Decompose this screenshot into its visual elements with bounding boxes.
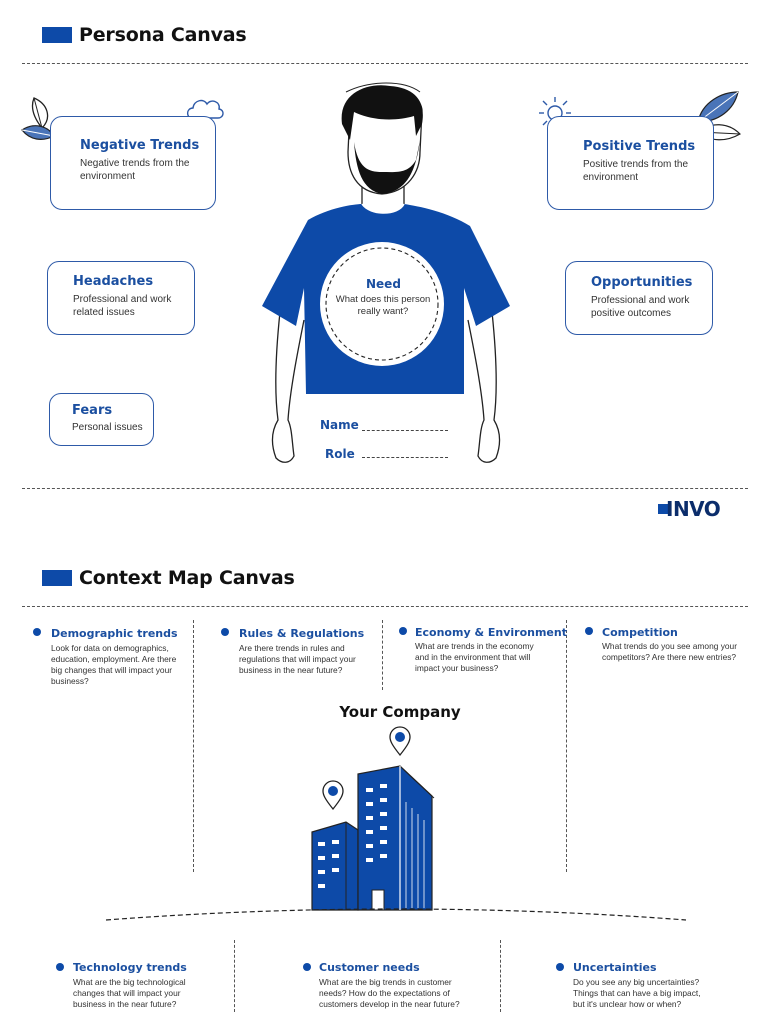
section-marker xyxy=(42,570,72,586)
bullet-icon xyxy=(585,627,593,635)
column-divider xyxy=(382,620,383,690)
item-title: Economy & Environment xyxy=(415,626,567,639)
column-divider xyxy=(566,620,567,872)
building-icon xyxy=(311,765,435,911)
item-title: Technology trends xyxy=(73,961,187,974)
opportunities-box[interactable]: Opportunities Professional and work posi… xyxy=(565,261,713,335)
negative-trends-title: Negative Trends xyxy=(80,138,200,153)
opportunities-desc: Professional and work positive outcomes xyxy=(591,295,690,319)
item-title: Competition xyxy=(602,626,678,639)
bullet-icon xyxy=(303,963,311,971)
item-desc: What are trends in the economy and in th… xyxy=(415,641,534,673)
item-title: Customer needs xyxy=(319,961,420,974)
role-field[interactable] xyxy=(362,457,448,458)
logo: INVO xyxy=(666,497,721,521)
item-desc: Look for data on demographics, education… xyxy=(51,643,177,686)
location-pin-icon xyxy=(389,726,411,756)
divider xyxy=(22,63,748,64)
item-desc: Do you see any big uncertainties? Things… xyxy=(573,977,701,1009)
headaches-title: Headaches xyxy=(73,274,154,289)
item-desc: What are the big technological changes t… xyxy=(73,977,186,1009)
negative-trends-box[interactable]: Negative Trends Negative trends from the… xyxy=(50,116,216,210)
positive-trends-box[interactable]: Positive Trends Positive trends from the… xyxy=(547,116,714,210)
need-desc: What does this person really want? xyxy=(335,294,431,317)
positive-trends-desc: Positive trends from the environment xyxy=(583,159,689,183)
fears-box[interactable]: Fears Personal issues xyxy=(49,393,154,446)
bullet-icon xyxy=(556,963,564,971)
negative-trends-desc: Negative trends from the environment xyxy=(80,158,190,182)
headaches-box[interactable]: Headaches Professional and work related … xyxy=(47,261,195,335)
company-title: Your Company xyxy=(339,703,461,721)
headaches-desc: Professional and work related issues xyxy=(73,294,172,318)
divider xyxy=(22,488,748,489)
item-desc: Are there trends in rules and regulation… xyxy=(239,643,356,675)
bullet-icon xyxy=(56,963,64,971)
item-title: Rules & Regulations xyxy=(239,627,365,640)
fears-desc: Personal issues xyxy=(72,422,143,433)
item-desc: What are the big trends in customer need… xyxy=(319,977,460,1009)
item-title: Demographic trends xyxy=(51,627,178,640)
location-pin-icon xyxy=(322,780,344,810)
column-divider xyxy=(234,940,235,1012)
bullet-icon xyxy=(33,628,41,636)
persona-canvas-title: Persona Canvas xyxy=(79,24,247,46)
role-label: Role xyxy=(325,447,355,461)
divider xyxy=(22,606,748,607)
logo-mark xyxy=(658,504,670,514)
item-desc: What trends do you see among your compet… xyxy=(602,641,738,662)
person-illustration xyxy=(262,82,510,463)
ground-arc xyxy=(105,908,687,921)
name-label: Name xyxy=(320,418,359,432)
need-title: Need xyxy=(366,277,401,291)
column-divider xyxy=(500,940,501,1012)
fears-title: Fears xyxy=(72,403,113,418)
positive-trends-title: Positive Trends xyxy=(583,139,696,154)
bullet-icon xyxy=(399,627,407,635)
column-divider xyxy=(193,620,194,872)
opportunities-title: Opportunities xyxy=(591,275,693,290)
item-title: Uncertainties xyxy=(573,961,657,974)
name-field[interactable] xyxy=(362,430,448,431)
bullet-icon xyxy=(221,628,229,636)
context-map-title: Context Map Canvas xyxy=(79,567,295,589)
section-marker xyxy=(42,27,72,43)
leaf-icon xyxy=(21,97,55,140)
